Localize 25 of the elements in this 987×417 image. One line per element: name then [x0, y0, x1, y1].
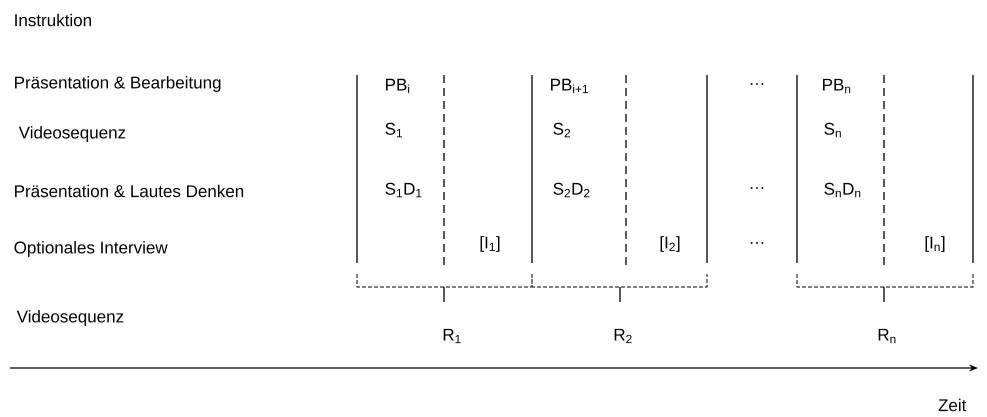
segment-label: PB$_{i+1}$ — [551, 78, 588, 94]
segment-label: R$_{2}$ — [614, 328, 632, 344]
row-label: Videosequenz — [18, 126, 126, 142]
ellipsis: … — [750, 242, 764, 244]
segment-label: S$_{1}$D$_{1}$ — [385, 182, 422, 198]
segment-label: R$_{1}$ — [444, 328, 461, 344]
row-label: Präsentation & Bearbeitung — [15, 76, 220, 92]
row-label: Optionales Interview — [14, 241, 168, 257]
segment-label: [I$_{2}$] — [660, 236, 680, 252]
segment-label: R$_{n}$ — [878, 328, 896, 344]
segment-label: S$_{2}$ — [553, 122, 570, 138]
segment-label: [I$_{n}$] — [926, 236, 944, 252]
row-label: Instruktion — [15, 14, 91, 26]
ellipsis: … — [750, 187, 764, 189]
row-label: Präsentation & Lautes Denken — [15, 184, 244, 198]
row-label: Videosequenz — [16, 310, 124, 326]
segment-label: S$_{2}$D$_{2}$ — [553, 182, 590, 198]
segment-label: PB$_{i}$ — [386, 78, 410, 94]
axis-label: Zeit — [938, 398, 966, 412]
segment-label: [I$_{1}$] — [480, 236, 500, 252]
segment-label: S$_{n}$D$_{n}$ — [824, 182, 860, 198]
segment-label: S$_{n}$ — [824, 122, 841, 138]
segment-label: S$_{1}$ — [385, 122, 402, 138]
segment-label: PB$_{n}$ — [823, 78, 850, 94]
ellipsis: … — [750, 83, 764, 85]
